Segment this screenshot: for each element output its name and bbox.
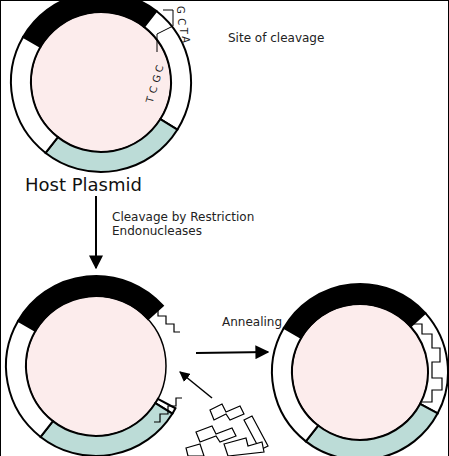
dna-fragment xyxy=(224,438,264,456)
annotation: Cleavage by Restriction Endonucleases xyxy=(112,211,272,239)
plasmid-node: Host Plasmid xyxy=(5,0,200,205)
plasmid-band xyxy=(6,321,53,437)
cleavage-bracket xyxy=(157,10,173,52)
plasmid-band xyxy=(272,328,318,441)
base-letter: T xyxy=(177,28,189,34)
annotation: Annealing xyxy=(222,316,282,330)
dna-fragments xyxy=(186,404,268,456)
dna-fragment xyxy=(196,426,236,442)
plasmid-heading: Host Plasmid xyxy=(25,174,142,195)
recombinant-plasmid xyxy=(272,284,448,456)
sticky-end xyxy=(151,308,180,332)
plasmid-band xyxy=(284,284,426,338)
plasmid-band xyxy=(23,0,156,47)
annotation: Site of cleavage xyxy=(228,32,324,46)
cut-plasmid xyxy=(6,276,188,456)
plasmid-band xyxy=(306,404,438,456)
insert-arrow xyxy=(180,372,212,398)
plasmid-band xyxy=(41,403,173,456)
base-letter: C xyxy=(176,18,188,25)
base-letter: G xyxy=(174,6,186,14)
insert xyxy=(414,324,442,402)
process-arrow xyxy=(196,352,268,353)
gap xyxy=(176,336,188,394)
plasmid-ring xyxy=(5,0,200,176)
dna-fragment xyxy=(210,404,244,420)
base-letter: A xyxy=(180,36,192,43)
dna-fragment xyxy=(186,444,204,456)
plasmid-band xyxy=(46,119,178,172)
plasmid-band xyxy=(11,37,58,153)
plasmid-band xyxy=(411,313,448,413)
process-arrow xyxy=(95,196,97,268)
plasmid-band xyxy=(18,276,163,331)
sticky-end xyxy=(154,398,182,422)
